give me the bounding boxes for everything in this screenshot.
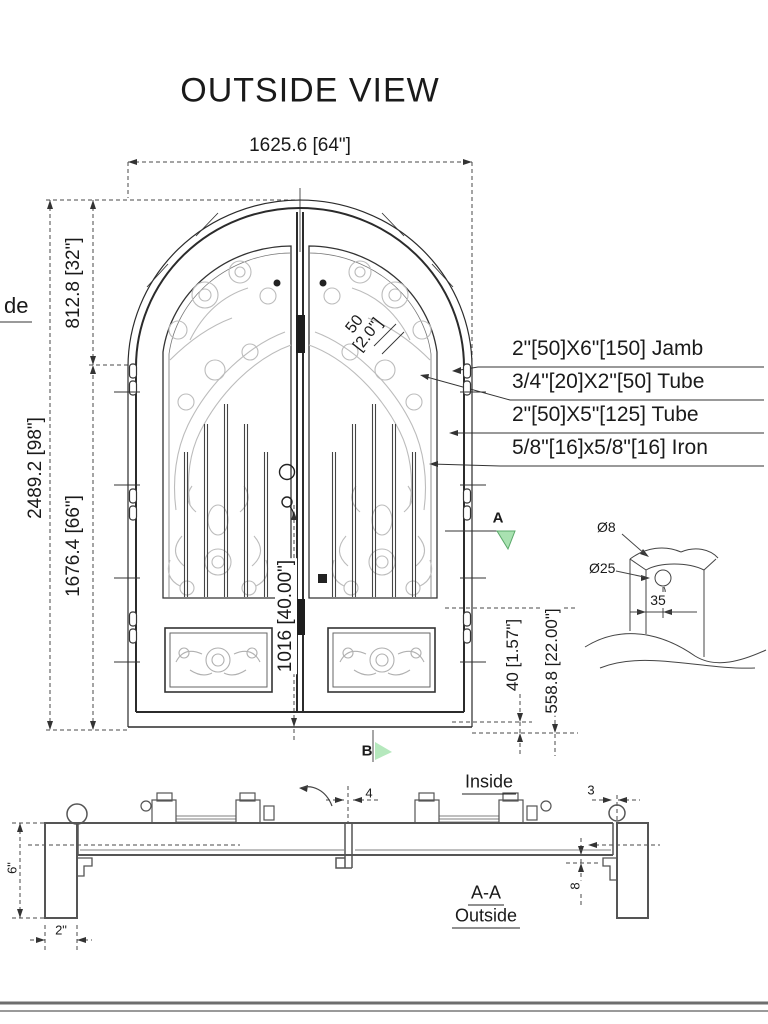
callout-iron: 5/8"[16]x5/8"[16] Iron — [512, 436, 708, 459]
section-name-label: A-A — [467, 883, 505, 906]
dimension-arrowheads — [17, 159, 672, 943]
dim-arch-height: 812.8 [32"] — [63, 235, 85, 331]
section-outside-label: Outside — [451, 906, 521, 929]
section-dim-gap-center: 4 — [365, 785, 373, 801]
door-elevation — [114, 188, 487, 728]
door-hardware — [273, 279, 327, 635]
detail-offset-label: 35 — [648, 592, 668, 608]
dim-lock-height: 1016 [40.00"] — [275, 557, 297, 675]
section-label-a: A — [492, 509, 504, 527]
dim-width-top: 1625.6 [64"] — [249, 135, 351, 156]
callout-tube-small: 3/4"[20]X2"[50] Tube — [512, 370, 705, 393]
section-dim-stop-offset: 8 — [567, 880, 583, 892]
detail-dia25-label: Ø25 — [589, 560, 616, 576]
section-dim-gap-hinge: 3 — [587, 782, 595, 798]
callout-jamb: 2"[50]X6"[150] Jamb — [512, 337, 704, 360]
page-title: OUTSIDE VIEW — [180, 71, 440, 110]
hinges — [128, 363, 138, 644]
detail-view — [584, 533, 767, 669]
dim-bottom-panel-height: 558.8 [22.00"] — [542, 606, 562, 716]
section-label-b: B — [361, 742, 373, 760]
glazing-left — [140, 792, 275, 824]
iron-bars — [183, 404, 269, 597]
section-aa — [44, 786, 649, 919]
section-dim-jamb-depth: 6" — [4, 860, 20, 876]
edge-label-outside: de — [0, 293, 33, 323]
dim-lower-height: 1676.4 [66"] — [63, 493, 85, 599]
section-marker-a — [445, 530, 516, 551]
section-inside-label: Inside — [461, 772, 517, 795]
dim-total-height: 2489.2 [98"] — [25, 415, 47, 521]
scrollwork — [167, 260, 292, 596]
glazing-right — [414, 792, 552, 824]
door-leaf — [114, 212, 292, 693]
bottom-panel — [164, 627, 273, 693]
section-marker-b — [372, 730, 392, 762]
dim-threshold-height: 40 [1.57"] — [503, 616, 523, 694]
section-dim-jamb-width: 2" — [53, 922, 69, 938]
sheet-border — [0, 1001, 768, 1012]
detail-dia8-label: Ø8 — [597, 519, 616, 535]
callout-tube-large: 2"[50]X5"[125] Tube — [512, 403, 699, 426]
callout-leaders — [422, 366, 764, 467]
